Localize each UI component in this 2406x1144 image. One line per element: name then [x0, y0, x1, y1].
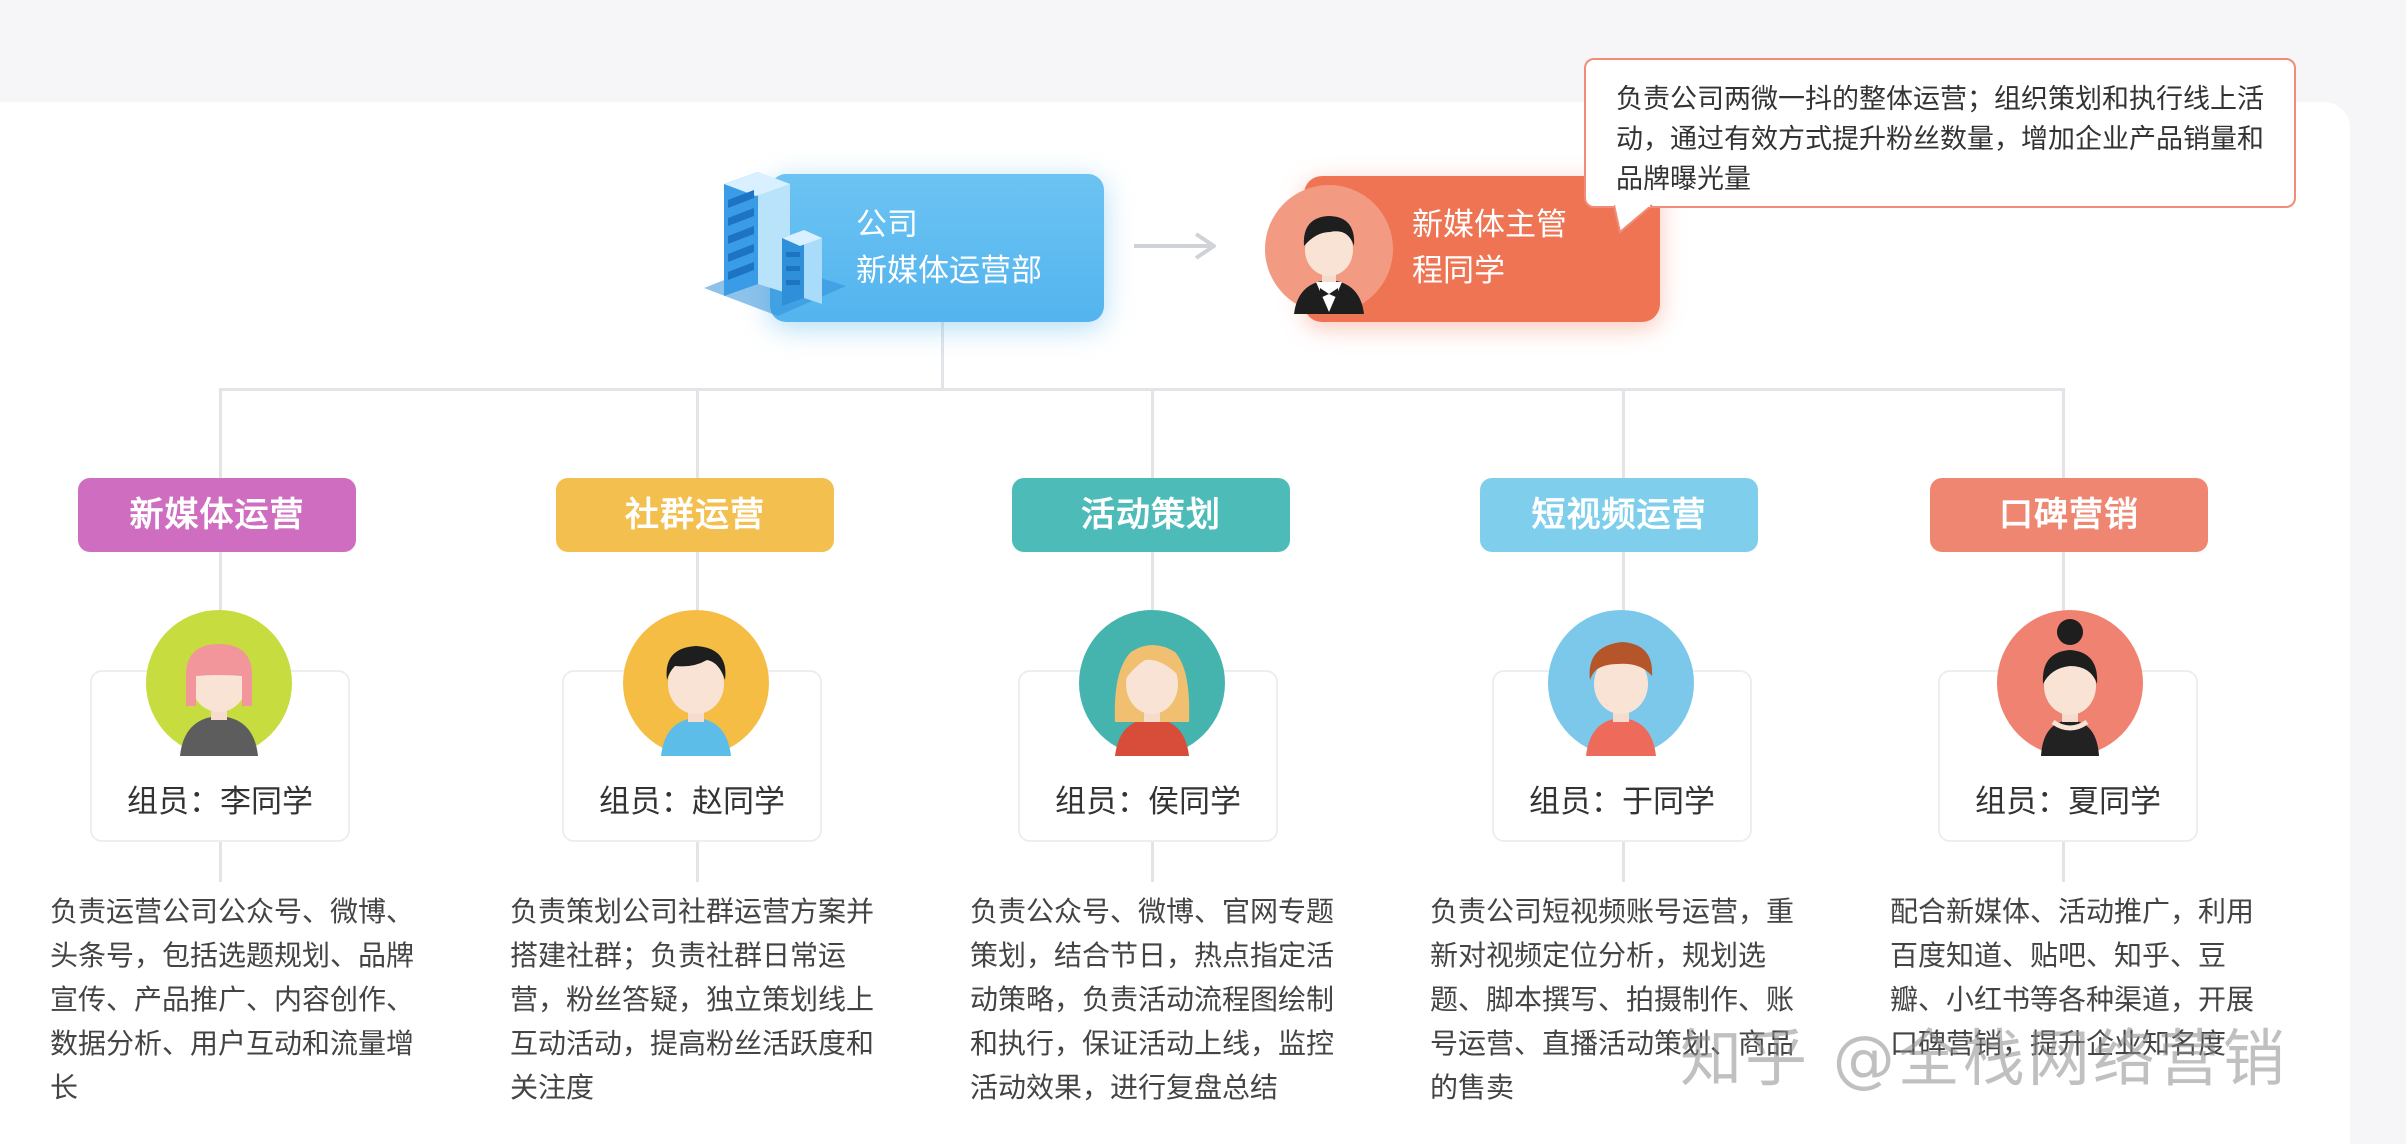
connector-pill-5 — [2062, 552, 2065, 612]
connector-horizontal — [219, 388, 2064, 391]
bubble-tail — [1614, 204, 1654, 234]
department-label: 公司 新媒体运营部 — [856, 202, 1042, 294]
role-description: 负责运营公司公众号、微博、头条号，包括选题规划、品牌宣传、产品推广、内容创作、数… — [50, 895, 415, 1104]
male-avatar-icon — [1548, 610, 1694, 756]
connector-card-2 — [696, 842, 699, 882]
connector-drop-5 — [2062, 388, 2065, 480]
role-description: 负责策划公司社群运营方案并搭建社群；负责社群日常运营，粉丝答疑，独立策划线上互动… — [510, 895, 875, 1104]
connector-pill-4 — [1622, 552, 1625, 612]
connector-pill-1 — [219, 552, 222, 612]
manager-avatar-icon — [1265, 185, 1393, 314]
connector-drop-3 — [1151, 388, 1154, 480]
manager-label: 新媒体主管 程同学 — [1412, 202, 1567, 294]
role-pill-short-video: 短视频运营 — [1480, 478, 1758, 552]
department-line-2: 新媒体运营部 — [856, 253, 1042, 289]
male-avatar-icon — [623, 610, 769, 756]
role-pill-event-planning: 活动策划 — [1012, 478, 1290, 552]
building-icon — [704, 172, 846, 316]
member-label: 组员：于同学 — [1529, 784, 1715, 820]
department-box: 公司 新媒体运营部 — [770, 174, 1104, 322]
manager-line-1: 新媒体主管 — [1412, 207, 1567, 243]
connector-trunk — [941, 322, 944, 390]
female-avatar-icon — [1997, 610, 2143, 756]
connector-drop-1 — [219, 388, 222, 480]
role-description: 配合新媒体、活动推广，利用百度知道、贴吧、知乎、豆瓣、小红书等各种渠道，开展口碑… — [1890, 895, 2255, 1060]
connector-drop-2 — [696, 388, 699, 480]
connector-card-1 — [219, 842, 222, 882]
member-label: 组员：赵同学 — [599, 784, 785, 820]
connector-card-3 — [1151, 842, 1154, 882]
connector-pill-3 — [1151, 552, 1154, 612]
connector-card-4 — [1622, 842, 1625, 882]
watermark-text: 知乎 @全栈网络营销 — [1680, 1022, 2288, 1095]
role-pill-community: 社群运营 — [556, 478, 834, 552]
member-label: 组员：夏同学 — [1975, 784, 2161, 820]
female-avatar-icon — [1079, 610, 1225, 756]
department-line-1: 公司 — [856, 207, 918, 243]
connector-card-5 — [2062, 842, 2065, 882]
manager-line-2: 程同学 — [1412, 253, 1505, 289]
connector-drop-4 — [1622, 388, 1625, 480]
role-pill-word-of-mouth: 口碑营销 — [1930, 478, 2208, 552]
role-description: 负责公司短视频账号运营，重新对视频定位分析，规划选题、脚本撰写、拍摄制作、账号运… — [1430, 895, 1795, 1104]
member-label: 组员：侯同学 — [1055, 784, 1241, 820]
connector-pill-2 — [696, 552, 699, 612]
manager-note-text: 负责公司两微一抖的整体运营；组织策划和执行线上活动，通过有效方式提升粉丝数量，增… — [1616, 84, 2264, 195]
female-avatar-icon — [146, 610, 292, 756]
role-description: 负责公众号、微博、官网专题策划，结合节日，热点指定活动策略，负责活动流程图绘制和… — [970, 895, 1335, 1104]
arrow-right-icon — [1134, 232, 1216, 260]
role-pill-new-media: 新媒体运营 — [78, 478, 356, 552]
manager-note-bubble: 负责公司两微一抖的整体运营；组织策划和执行线上活动，通过有效方式提升粉丝数量，增… — [1584, 58, 2296, 208]
member-label: 组员：李同学 — [127, 784, 313, 820]
